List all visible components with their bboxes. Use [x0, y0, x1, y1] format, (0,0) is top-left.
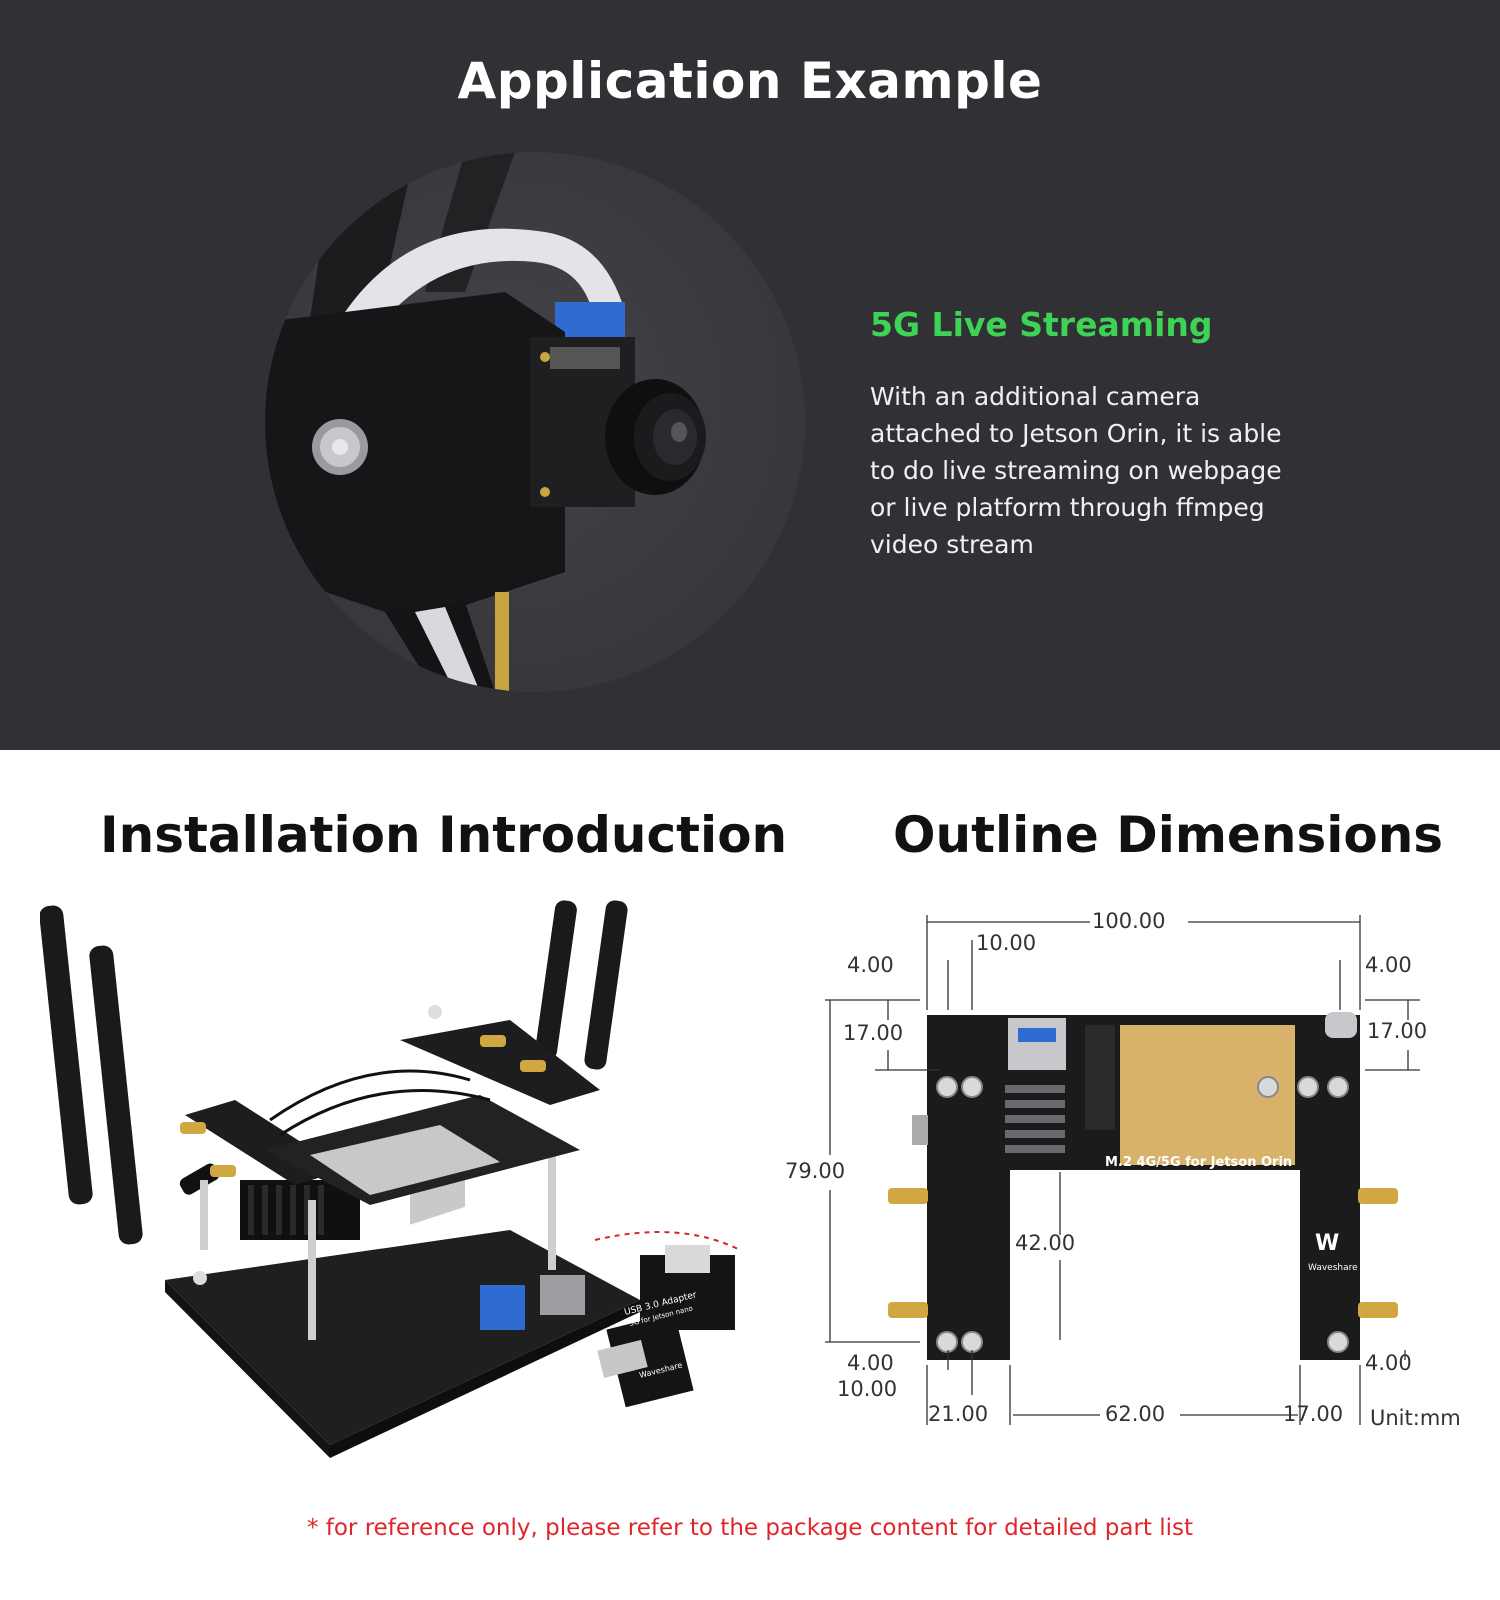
dim-right-edge-bottom: 4.00: [1365, 1351, 1412, 1375]
dim-left-edge-top: 4.00: [847, 953, 894, 977]
antenna-icon: [535, 900, 628, 1070]
section-title-outline: Outline Dimensions: [893, 806, 1444, 864]
dim-gap: 62.00: [1105, 1402, 1165, 1426]
dim-left-edge-bottom: 4.00: [847, 1351, 894, 1375]
dim-total-width: 100.00: [1092, 909, 1165, 933]
feature-description: With an additional camera attached to Je…: [870, 382, 1282, 559]
antenna-icon: [39, 905, 220, 1245]
application-example-section: Application Example: [0, 0, 1500, 750]
dim-right-hole-top: 17.00: [1367, 1019, 1427, 1043]
camera-photo: [265, 152, 805, 692]
dim-left-hole-bottom: 10.00: [837, 1377, 897, 1401]
dim-height: 79.00: [785, 1159, 845, 1183]
installation-illustration: USB 3.0 Adapter 5G for Jetson nano Waves…: [39, 900, 770, 1480]
unit-label: Unit:mm: [1370, 1406, 1461, 1430]
dim-leg-left: 21.00: [928, 1402, 988, 1426]
waveshare-logo-icon: W: [1315, 1231, 1339, 1256]
section-title-application: Application Example: [457, 52, 1043, 110]
dim-inner-height: 42.00: [1015, 1231, 1075, 1255]
feature-title: 5G Live Streaming: [870, 305, 1213, 344]
footnote: * for reference only, please refer to th…: [306, 1515, 1194, 1541]
dim-left-hole-top: 17.00: [843, 1021, 903, 1045]
board-brand: Waveshare: [1308, 1263, 1358, 1273]
board-label: M.2 4G/5G for Jetson Orin: [1105, 1155, 1292, 1170]
dim-leg-right: 17.00: [1283, 1402, 1343, 1426]
camera-illustration: [265, 152, 706, 692]
dim-left-top-offset: 10.00: [976, 931, 1036, 955]
section-title-installation: Installation Introduction: [100, 806, 788, 864]
dim-right-edge-top: 4.00: [1365, 953, 1412, 977]
outline-dimensions-diagram: M.2 4G/5G for Jetson Orin Waveshare W: [780, 900, 1500, 1460]
